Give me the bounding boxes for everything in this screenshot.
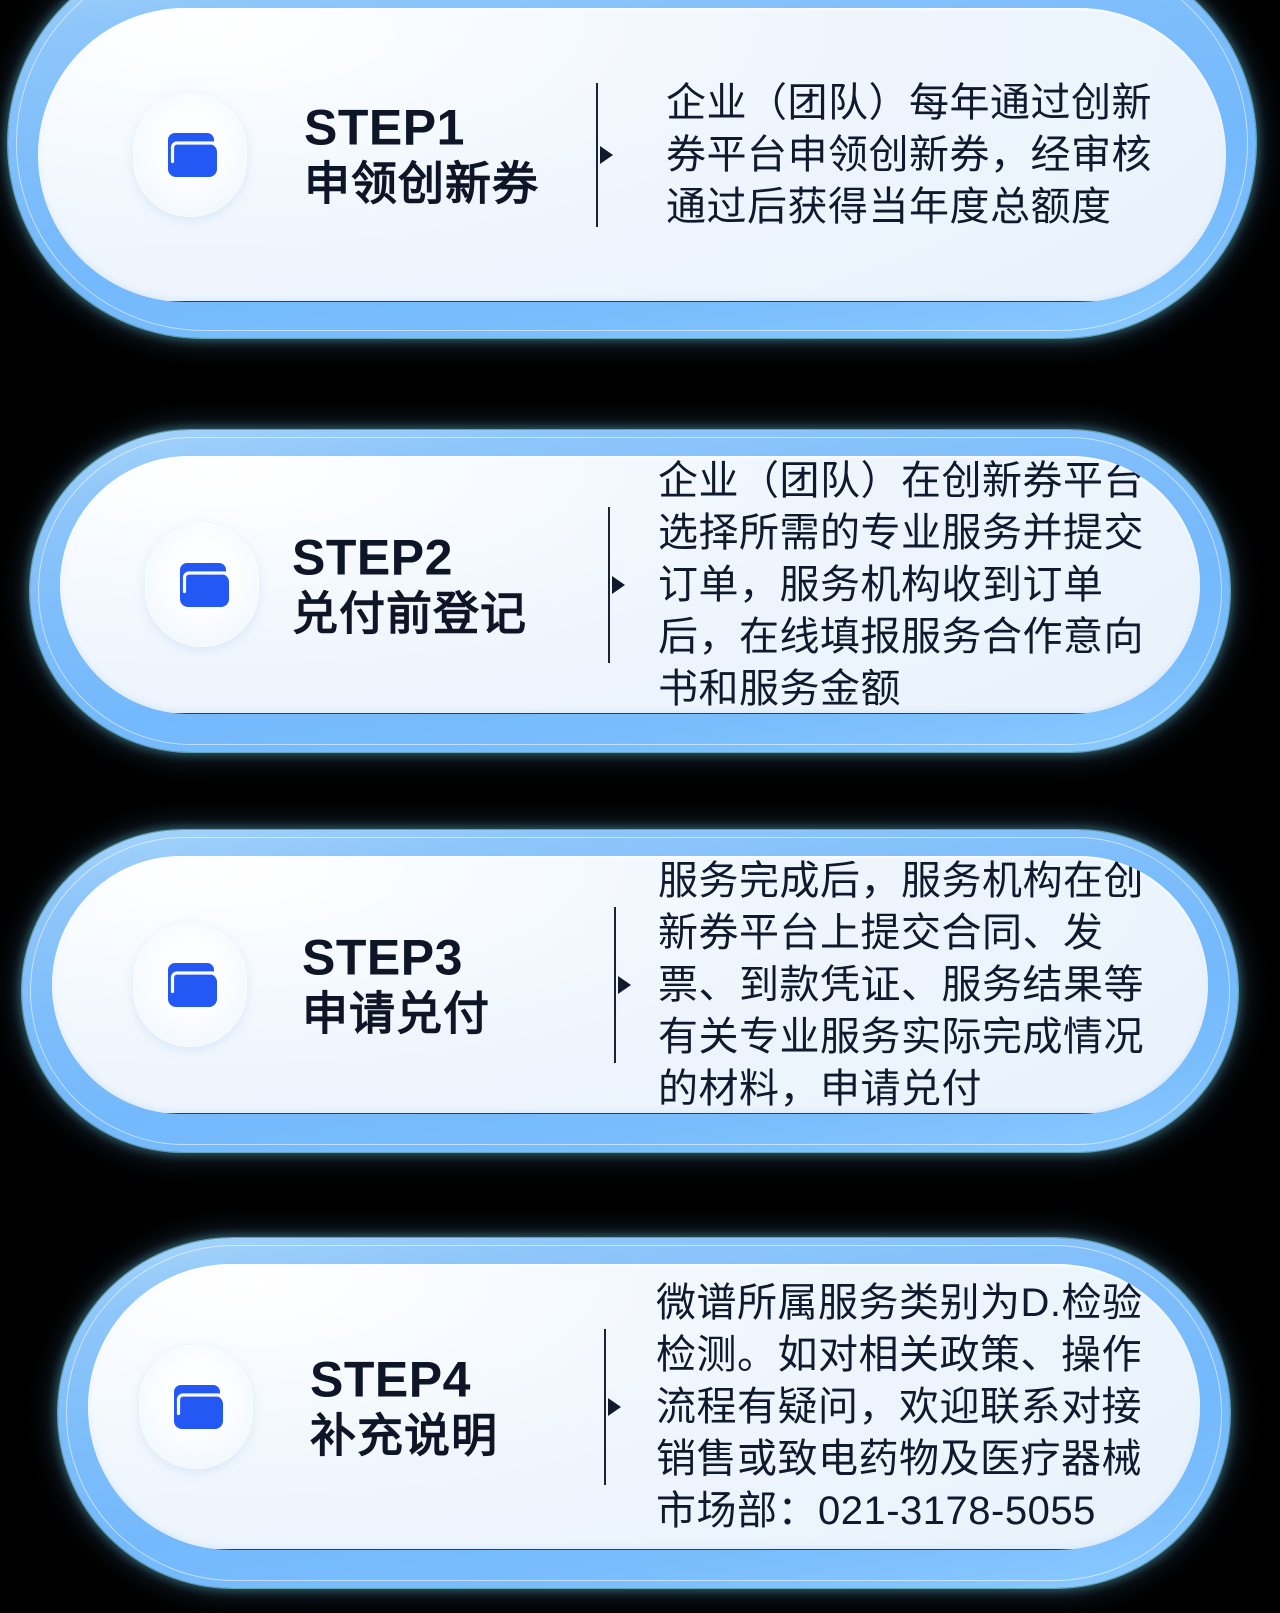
step-label-block-2: STEP2 兑付前登记 xyxy=(292,529,527,640)
step-number-3: STEP3 xyxy=(302,929,463,986)
step-icon-badge-1 xyxy=(134,94,246,216)
step-card-inner-4: STEP4 补充说明 微谱所属服务类别为D.检验 检测。如对相关政策、操作 流程… xyxy=(88,1264,1200,1550)
step-name-1: 申领创新券 xyxy=(304,157,539,210)
wallet-icon xyxy=(180,563,229,607)
step-arrow-icon-2 xyxy=(612,576,625,594)
step-number-4: STEP4 xyxy=(310,1351,471,1408)
step-card-3[interactable]: STEP3 申请兑付 服务完成后，服务机构在创 新券平台上提交合同、发 票、到款… xyxy=(22,830,1238,1152)
wallet-icon xyxy=(168,963,217,1007)
step-number-1: STEP1 xyxy=(304,99,465,156)
step-name-2: 兑付前登记 xyxy=(292,587,527,640)
step-description-2: 企业（团队）在创新券平台 选择所需的专业服务并提交 订单，服务机构收到订单 后，… xyxy=(658,459,1144,711)
step-name-3: 申请兑付 xyxy=(302,987,490,1040)
step-number-2: STEP2 xyxy=(292,529,453,586)
step-divider-2 xyxy=(608,507,610,663)
step-arrow-icon-3 xyxy=(618,976,631,994)
step-divider-3 xyxy=(614,907,616,1063)
wallet-icon xyxy=(168,133,217,177)
step-icon-badge-3 xyxy=(134,924,246,1046)
step-description-1: 企业（团队）每年通过创新 券平台申领创新券，经审核 通过后获得当年度总额度 xyxy=(666,81,1152,229)
wallet-icon xyxy=(174,1385,223,1429)
step-card-2[interactable]: STEP2 兑付前登记 企业（团队）在创新券平台 选择所需的专业服务并提交 订单… xyxy=(30,430,1230,752)
step-arrow-icon-4 xyxy=(608,1398,621,1416)
step-card-1[interactable]: STEP1 申领创新券 企业（团队）每年通过创新 券平台申领创新券，经审核 通过… xyxy=(8,0,1256,338)
step-icon-badge-4 xyxy=(140,1346,252,1468)
step-divider-4 xyxy=(604,1329,606,1485)
step-card-inner-2: STEP2 兑付前登记 企业（团队）在创新券平台 选择所需的专业服务并提交 订单… xyxy=(60,456,1200,714)
step-description-4: 微谱所属服务类别为D.检验 检测。如对相关政策、操作 流程有疑问，欢迎联系对接 … xyxy=(656,1281,1143,1533)
step-divider-1 xyxy=(596,83,598,227)
step-arrow-icon-1 xyxy=(600,146,613,164)
step-card-inner-1: STEP1 申领创新券 企业（团队）每年通过创新 券平台申领创新券，经审核 通过… xyxy=(38,8,1226,302)
step-name-4: 补充说明 xyxy=(310,1409,498,1462)
step-icon-badge-2 xyxy=(146,524,258,646)
step-card-4[interactable]: STEP4 补充说明 微谱所属服务类别为D.检验 检测。如对相关政策、操作 流程… xyxy=(58,1238,1230,1588)
step-card-inner-3: STEP3 申请兑付 服务完成后，服务机构在创 新券平台上提交合同、发 票、到款… xyxy=(52,856,1208,1114)
step-label-block-3: STEP3 申请兑付 xyxy=(302,929,490,1040)
step-label-block-1: STEP1 申领创新券 xyxy=(304,99,539,210)
step-label-block-4: STEP4 补充说明 xyxy=(310,1351,498,1462)
step-description-3: 服务完成后，服务机构在创 新券平台上提交合同、发 票、到款凭证、服务结果等 有关… xyxy=(658,859,1144,1111)
